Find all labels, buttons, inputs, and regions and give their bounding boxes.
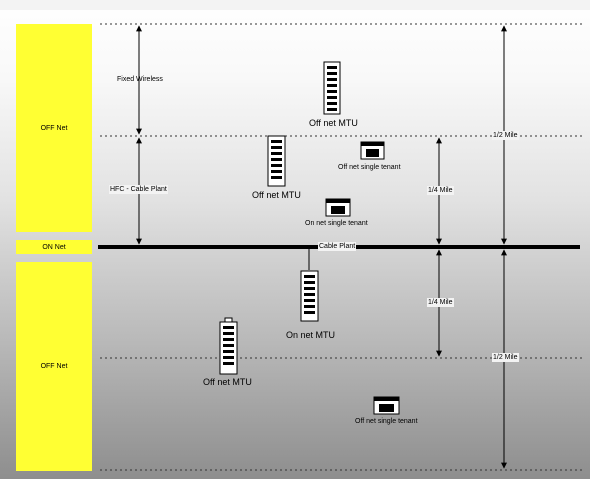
house-icon [325,198,351,217]
building-icon [267,135,286,187]
top-band [0,0,590,10]
building-icon [300,270,319,322]
house-icon [373,396,400,415]
off-net-single-tenant-bottom-label: Off net single tenant [355,418,418,425]
half-mile-top-label: 1/2 Mile [492,131,519,140]
on-net-mtu-label: On net MTU [286,330,336,340]
zone-off-net-top: OFF Net [16,24,92,232]
house-icon [360,141,385,160]
hfc-cable-plant-label: HFC - Cable Plant [109,185,168,194]
zone-on-net: ON Net [16,240,92,254]
off-net-mtu-mid-label: Off net MTU [252,190,301,200]
half-mile-bottom-label: 1/2 Mile [492,353,519,362]
off-net-mtu-bottom-label: Off net MTU [203,377,252,387]
off-net-mtu-top-label: Off net MTU [309,118,358,128]
off-net-single-tenant-top-label: Off net single tenant [338,164,401,171]
on-net-single-tenant-label: On net single tenant [305,220,368,227]
fixed-wireless-label: Fixed Wireless [117,76,163,83]
zone-off-net-bottom: OFF Net [16,262,92,471]
building-icon [219,317,238,375]
building-icon [323,61,341,115]
quarter-mile-top-label: 1/4 Mile [427,186,454,195]
cable-plant-label: Cable Plant [318,242,357,251]
quarter-mile-bottom-label: 1/4 Mile [427,298,454,307]
